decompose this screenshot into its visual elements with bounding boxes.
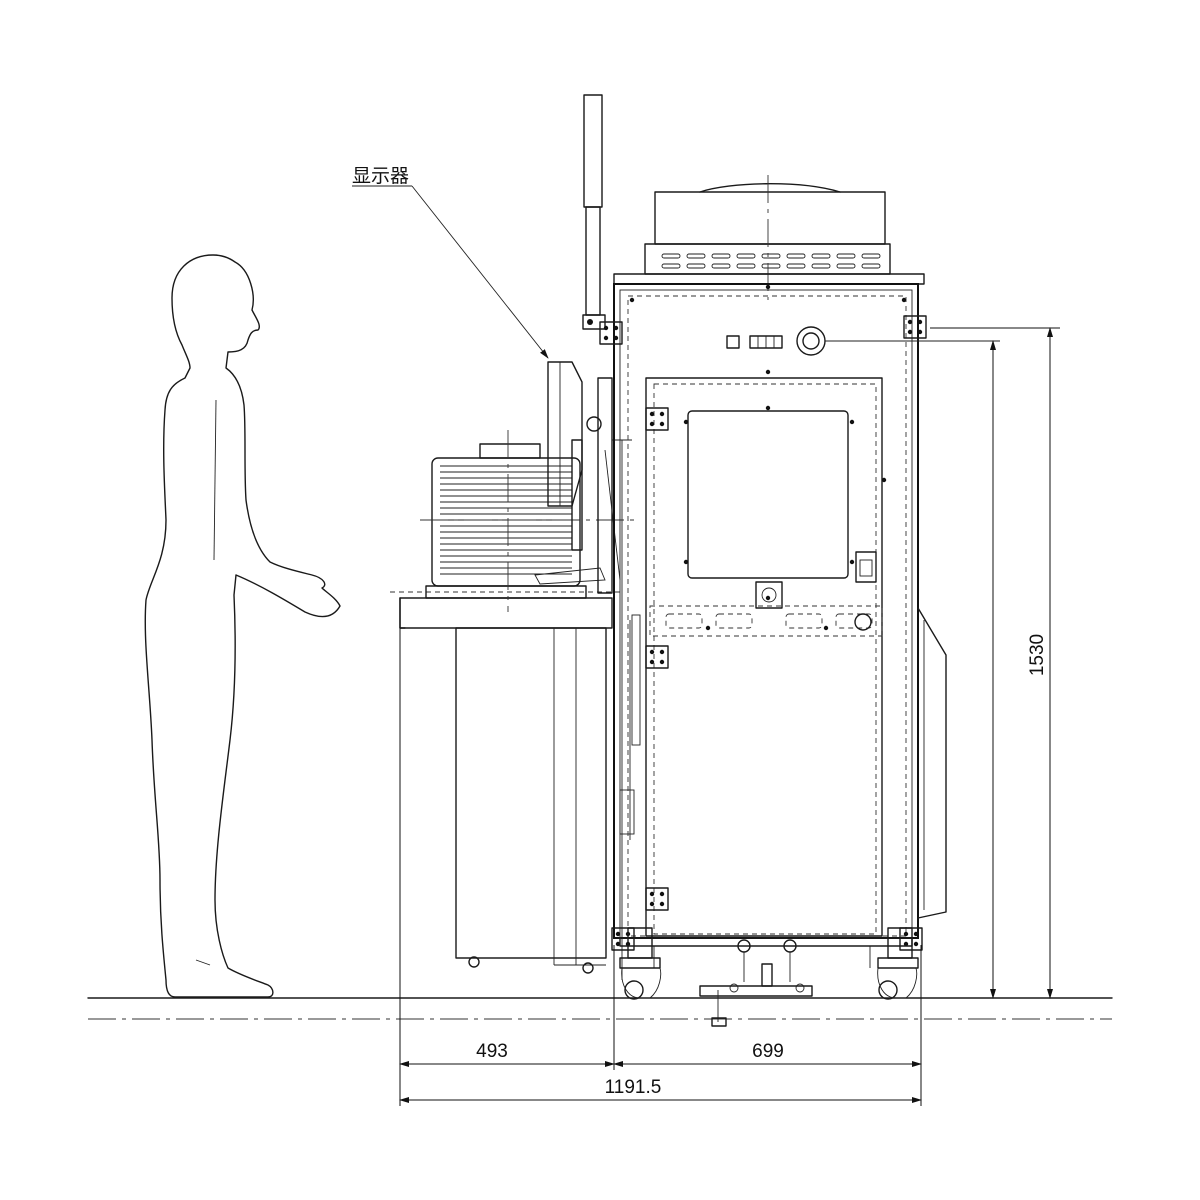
monitor-label: 显示器 [352,165,409,187]
signal-tower [582,94,606,330]
operator-desk [390,591,620,974]
casters [619,927,919,1027]
instrument-box [420,430,640,612]
monitor [547,361,632,594]
dimension-total-width: 1191.5 [399,1077,922,1103]
human-figure [144,254,341,998]
dimension-height: 1530 [930,327,1060,999]
dimension-width: 493 699 [399,628,922,1106]
monitor-callout: 显示器 [352,165,549,359]
dim-width-total: 1191.5 [605,1077,662,1098]
main-cabinet [599,175,1000,980]
dim-height: 1530 [1027,634,1048,676]
dim-width-left: 493 [476,1041,508,1062]
dim-width-right: 699 [752,1041,784,1062]
floor-lines [87,997,1113,1020]
